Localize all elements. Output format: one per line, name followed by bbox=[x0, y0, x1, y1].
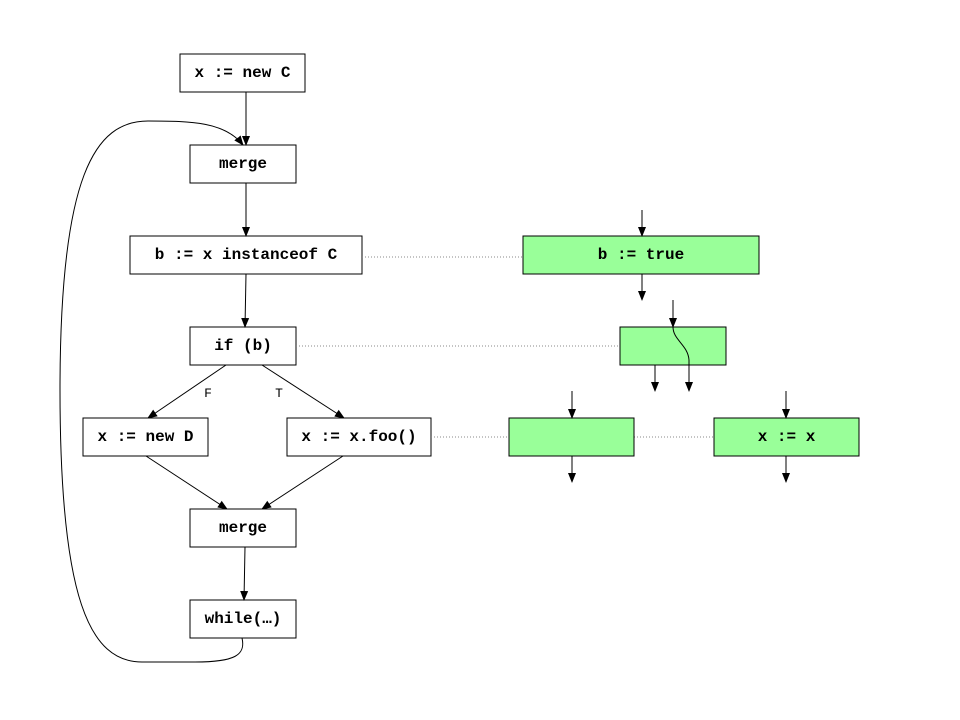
node-label: x := new D bbox=[97, 428, 193, 446]
node-label: x := new C bbox=[194, 64, 290, 82]
node-merge-bottom: merge bbox=[189, 508, 297, 548]
edge-n6-n7 bbox=[261, 455, 344, 510]
edge-n7-n8 bbox=[240, 546, 249, 601]
node-label: x := x bbox=[758, 428, 816, 446]
node-while: while(…) bbox=[189, 599, 297, 639]
node-label: b := true bbox=[598, 246, 684, 264]
node-empty-green bbox=[508, 417, 635, 457]
node-x-foo: x := x.foo() bbox=[286, 417, 432, 457]
edge-n3-n4 bbox=[241, 273, 250, 328]
node-label: merge bbox=[219, 519, 267, 537]
node-x-new-c: x := new C bbox=[179, 53, 306, 93]
branch-label-true: T bbox=[275, 386, 283, 401]
node-label: while(…) bbox=[205, 610, 282, 628]
node-label: if (b) bbox=[214, 337, 272, 355]
node-x-assign-x: x := x bbox=[713, 417, 860, 457]
node-label: x := x.foo() bbox=[301, 428, 416, 446]
edge-n4-true bbox=[261, 364, 345, 419]
node-label: merge bbox=[219, 155, 267, 173]
branch-label-false: F bbox=[204, 386, 212, 401]
node-b-instanceof: b := x instanceof C bbox=[129, 235, 363, 275]
ifbox-through-route bbox=[672, 326, 690, 365]
node-if-green bbox=[619, 326, 727, 366]
node-label: b := x instanceof C bbox=[155, 246, 338, 264]
edge-n5-n7 bbox=[145, 455, 228, 510]
edge-n4-false bbox=[147, 364, 227, 419]
node-b-true: b := true bbox=[522, 235, 760, 275]
edge-loop-back bbox=[59, 120, 244, 663]
node-if-b: if (b) bbox=[189, 326, 297, 366]
node-x-new-d: x := new D bbox=[82, 417, 209, 457]
node-merge-top: merge bbox=[189, 144, 297, 184]
